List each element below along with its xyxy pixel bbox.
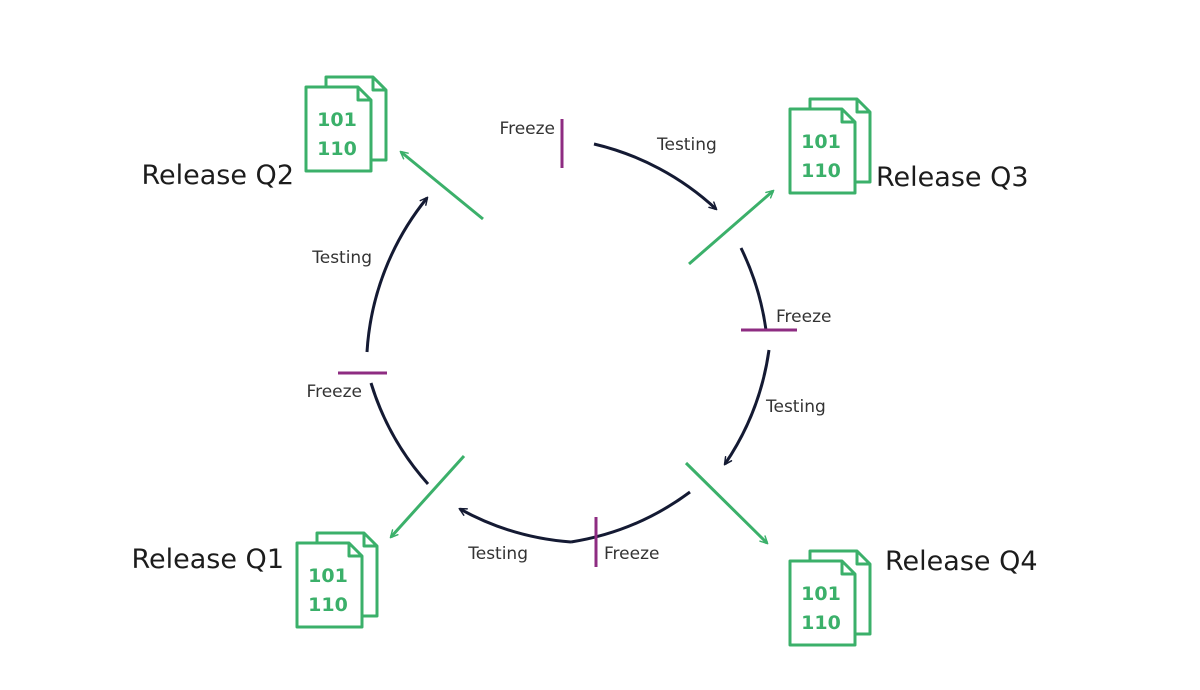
icon-line-1: 101 [801, 583, 841, 605]
cycle-arc-q4-to-freeze [570, 490, 691, 544]
freeze-label-bottom: Freeze [604, 544, 659, 564]
cycle-arc-freeze-to-q2 [365, 196, 429, 353]
icon-line-1: 101 [308, 565, 348, 587]
cycle-arc-freeze-to-q4 [723, 349, 771, 466]
release-q1: 101 110 Release Q1 [131, 531, 379, 629]
testing-label-top-right: Testing [656, 135, 717, 155]
icon-line-2: 110 [801, 612, 841, 634]
freeze-label-left: Freeze [307, 382, 362, 402]
cycle-arc-freeze-to-q1 [458, 507, 572, 544]
release-q4: 101 110 Release Q4 [788, 546, 1038, 647]
release-label: Release Q4 [885, 546, 1038, 577]
freeze-label-top: Freeze [500, 119, 555, 139]
binary-file-icon: 101 110 [788, 97, 872, 195]
cycle-arc-freeze-q2-to-q3 [593, 142, 718, 211]
release-label: Release Q2 [141, 160, 294, 191]
release-arrow-q3 [688, 189, 775, 266]
release-arrow-q2 [399, 150, 484, 221]
icon-line-2: 110 [317, 138, 357, 160]
freeze-label-right: Freeze [776, 307, 831, 327]
release-label: Release Q1 [131, 544, 284, 575]
cycle-arc-q1-to-freeze [369, 382, 430, 486]
icon-line-2: 110 [308, 594, 348, 616]
icon-line-2: 110 [801, 160, 841, 182]
release-arrow-q4 [684, 461, 769, 545]
release-arrow-q1 [389, 454, 466, 539]
release-q2: 101 110 Release Q2 [141, 75, 388, 191]
release-q3: 101 110 Release Q3 [788, 97, 1029, 195]
release-label: Release Q3 [876, 162, 1029, 193]
testing-label-bottom: Testing [467, 544, 528, 564]
testing-label-left: Testing [311, 248, 372, 268]
icon-line-1: 101 [317, 109, 357, 131]
binary-file-icon: 101 110 [788, 549, 872, 647]
testing-label-right: Testing [765, 397, 826, 417]
cycle-arc-q3-to-freeze [739, 247, 768, 331]
icon-line-1: 101 [801, 131, 841, 153]
binary-file-icon: 101 110 [295, 531, 379, 629]
binary-file-icon: 101 110 [304, 75, 388, 173]
